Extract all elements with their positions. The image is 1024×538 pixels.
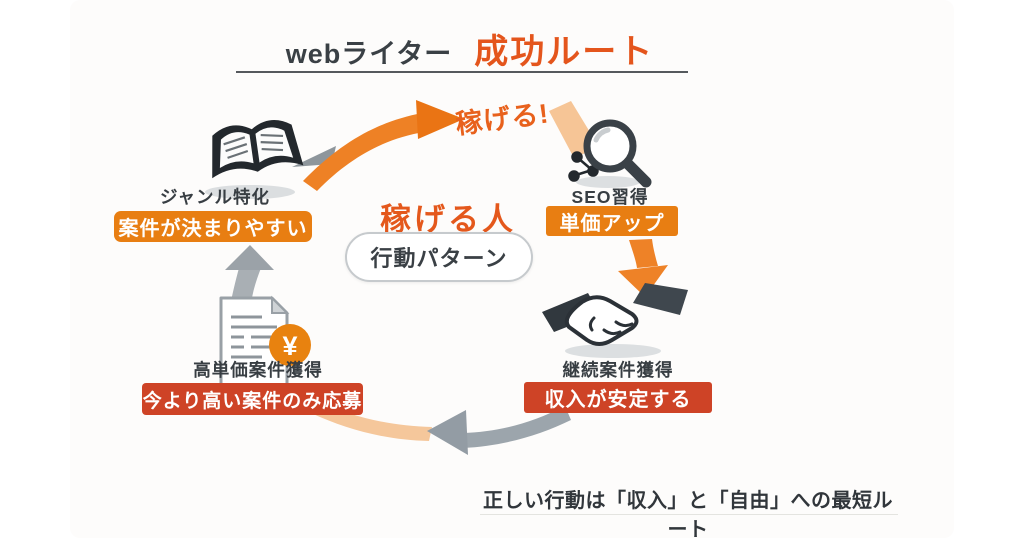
seo-magnifier-icon <box>568 119 652 188</box>
document-yen-icon: ¥ <box>219 295 311 388</box>
badge-highprice: 今より高い案件のみ応募 <box>142 383 363 415</box>
page-title: webライター 成功ルート <box>170 24 770 73</box>
footer-statement: 正しい行動は「収入」と「自由」への最短ルート <box>483 490 893 538</box>
arrow-top-head <box>416 100 464 139</box>
yen-symbol: ¥ <box>282 331 297 361</box>
badge-repeat: 収入が安定する <box>524 382 712 413</box>
title-highlight: 成功ルート <box>474 33 655 71</box>
footer-underline <box>480 514 898 515</box>
arrow-right-down-head <box>618 265 668 297</box>
arrow-right-down-tail <box>629 239 658 268</box>
handshake-icon <box>542 283 688 358</box>
node-label-seo: SEO習得 <box>571 187 649 207</box>
arrow-bottom-gray-head <box>427 410 468 455</box>
center-headline: 稼げる人 <box>380 202 516 237</box>
badge-genre: 案件が決まりやすい <box>114 211 312 242</box>
open-book-icon <box>205 120 304 199</box>
node-label-repeat: 継続案件獲得 <box>562 360 674 380</box>
badge-seo: 単価アップ <box>546 206 678 236</box>
title-prefix: webライター <box>285 39 453 69</box>
yen-circle <box>269 324 311 366</box>
arrow-bottom-gray-tail <box>463 406 571 448</box>
title-underline <box>236 71 688 73</box>
node-label-highprice: 高単価案件獲得 <box>193 360 323 380</box>
center-pill: 行動パターン <box>345 232 533 282</box>
arrow-left-up-head <box>225 245 274 270</box>
arrow-top-ribbon <box>303 113 424 191</box>
node-label-genre: ジャンル特化 <box>159 187 271 207</box>
